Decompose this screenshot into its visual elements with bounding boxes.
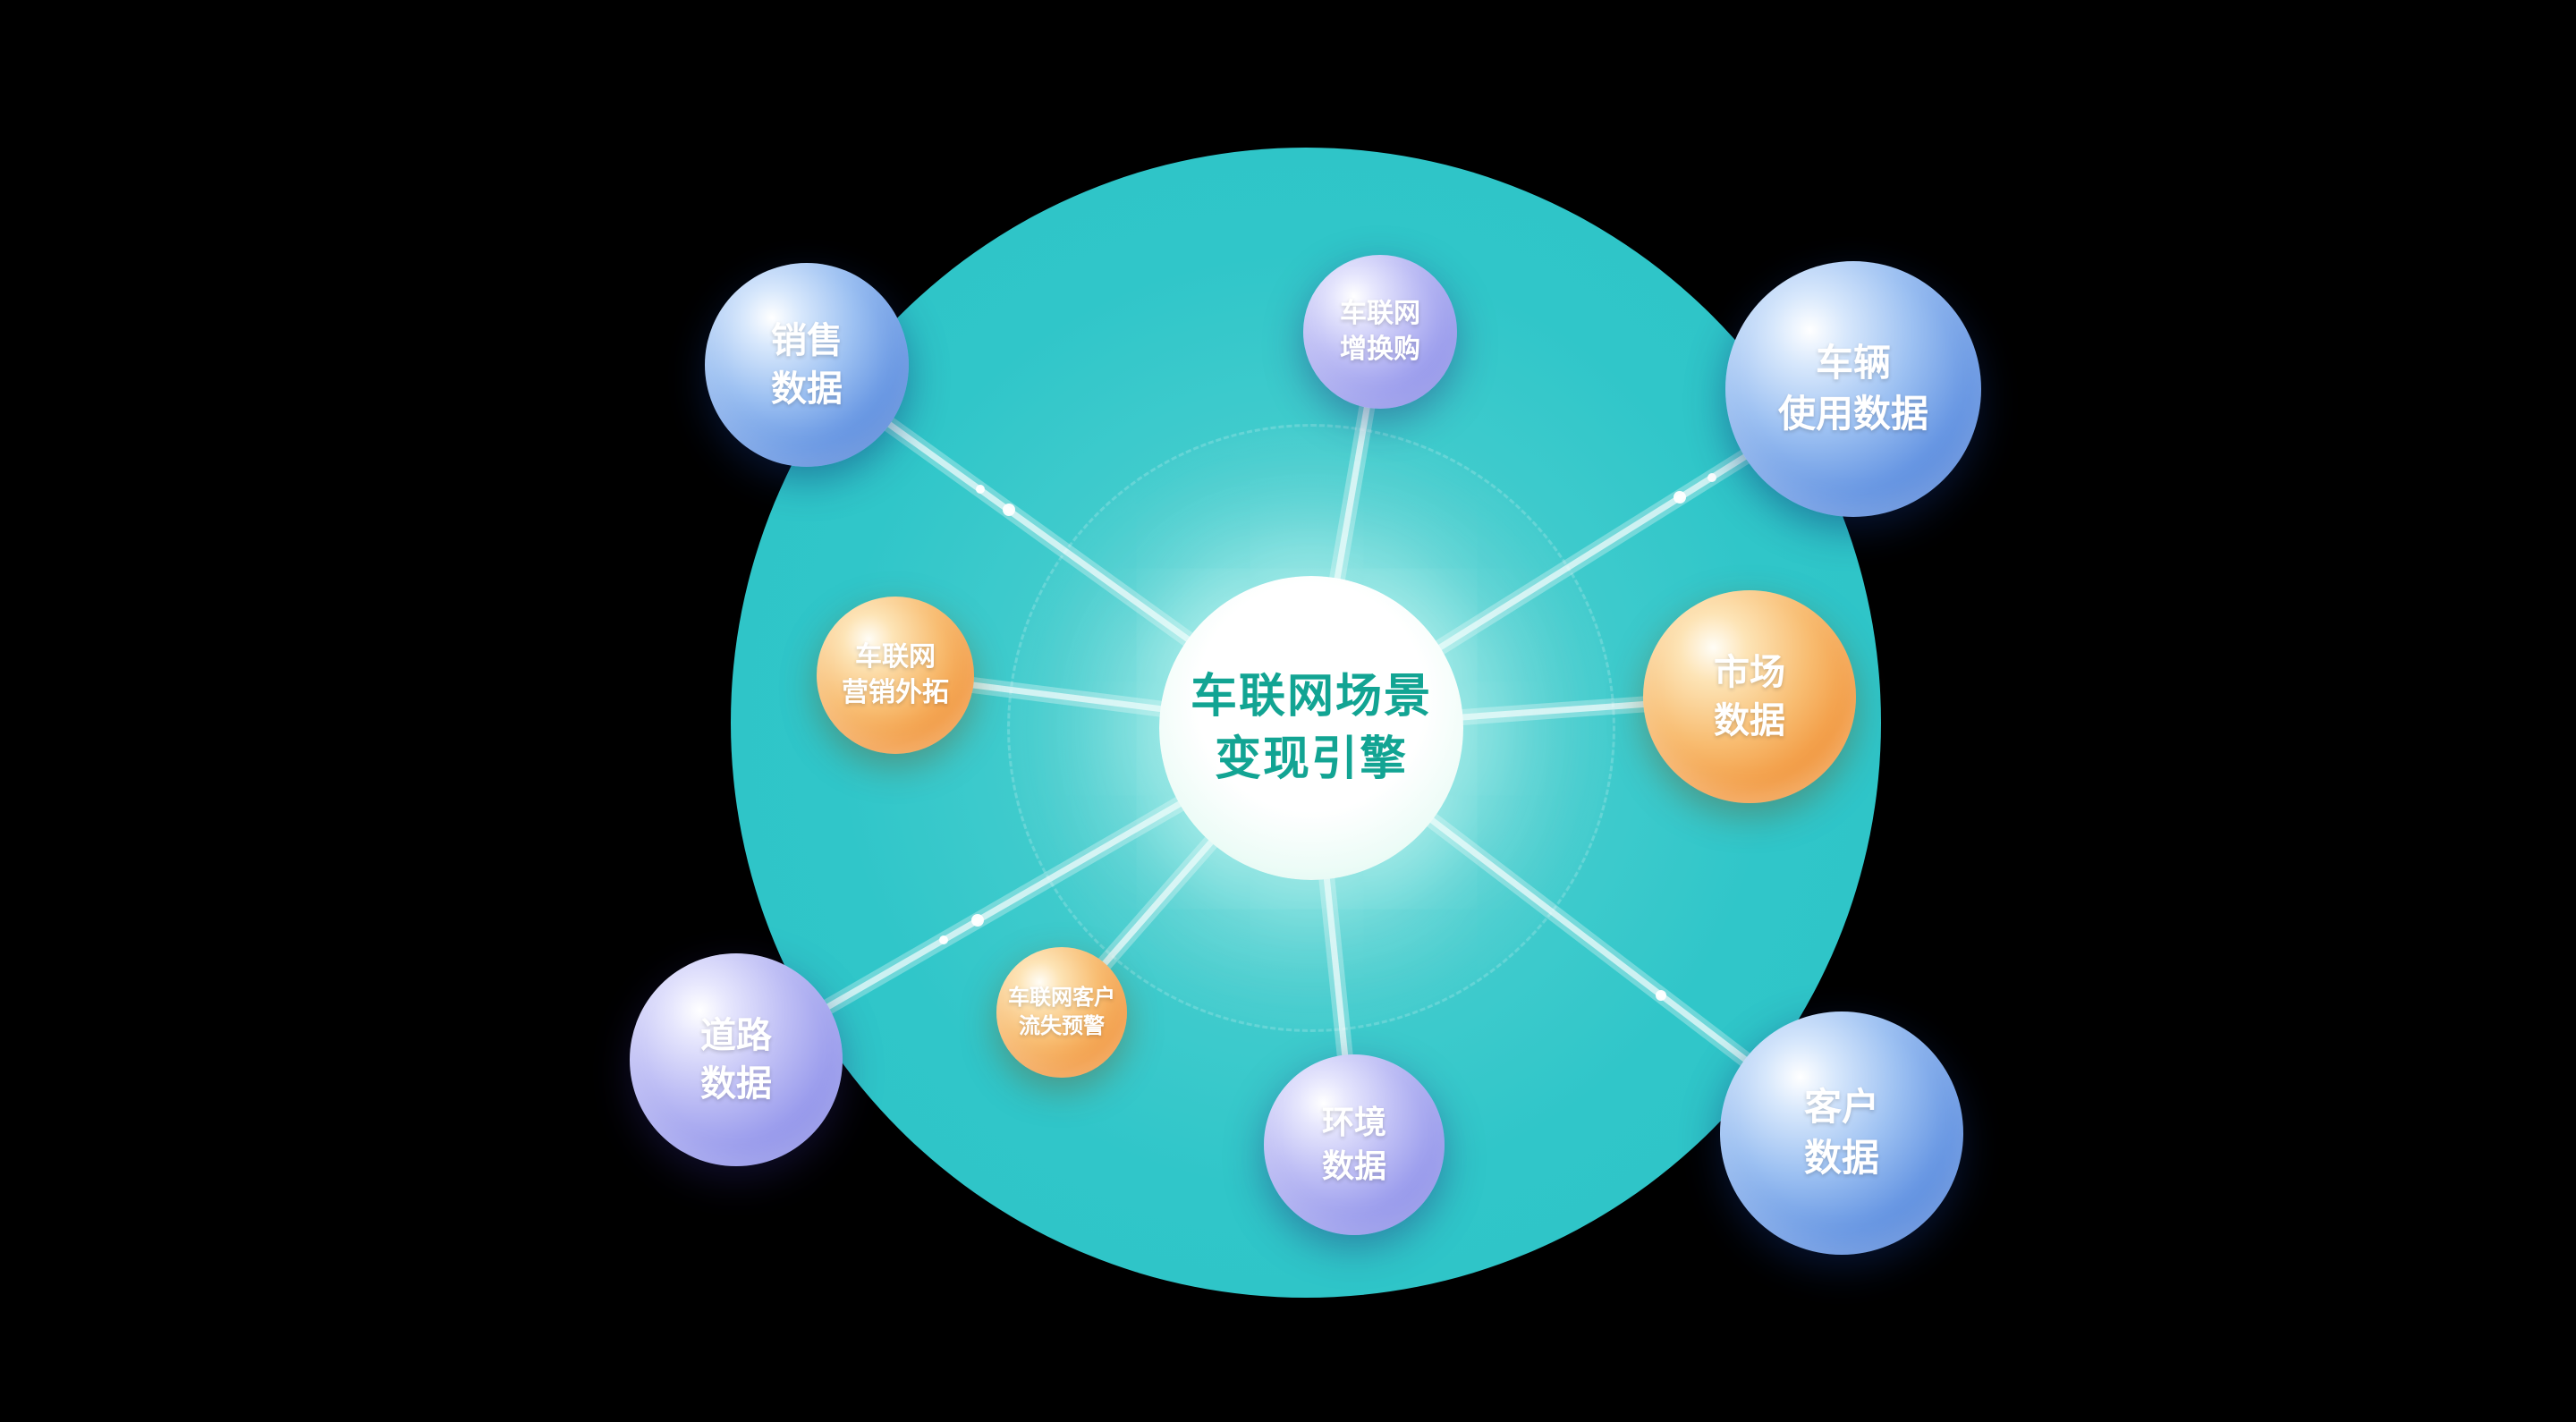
node-market-data: 市场 数据	[1643, 590, 1856, 803]
beam-dot	[1656, 990, 1666, 1001]
node-iov-trade-in-label: 车联网 增换购	[1340, 298, 1420, 365]
node-iov-marketing-expansion-label: 车联网 营销外拓	[842, 641, 949, 708]
hub-circle: 车联网场景 变现引擎	[1159, 576, 1463, 880]
node-customer-churn-warning-label: 车联网客户 流失预警	[1008, 985, 1115, 1038]
beam-dot	[976, 485, 985, 494]
node-customer-data-label: 客户 数据	[1803, 1086, 1879, 1179]
node-environment-data-label: 环境 数据	[1321, 1104, 1386, 1184]
node-road-data: 道路 数据	[630, 953, 843, 1166]
node-market-data-label: 市场 数据	[1714, 653, 1785, 741]
node-road-data-label: 道路 数据	[700, 1016, 772, 1104]
node-sales-data: 销售 数据	[705, 263, 909, 467]
node-vehicle-usage-data: 车辆 使用数据	[1725, 261, 1981, 517]
node-vehicle-usage-data-label: 车辆 使用数据	[1777, 342, 1928, 435]
beam-dot	[1674, 491, 1686, 504]
node-sales-data-label: 销售 数据	[771, 321, 843, 409]
node-customer-churn-warning: 车联网客户 流失预警	[996, 947, 1127, 1078]
node-iov-marketing-expansion: 车联网 营销外拓	[817, 597, 974, 754]
beam-dot	[1003, 504, 1015, 516]
beam-dot	[1707, 473, 1716, 482]
node-environment-data: 环境 数据	[1264, 1054, 1445, 1235]
node-customer-data: 客户 数据	[1720, 1011, 1963, 1255]
node-iov-trade-in: 车联网 增换购	[1303, 255, 1457, 409]
hub-title: 车联网场景 变现引擎	[1190, 670, 1432, 785]
beam-dot	[939, 935, 948, 944]
beam-dot	[971, 914, 984, 927]
